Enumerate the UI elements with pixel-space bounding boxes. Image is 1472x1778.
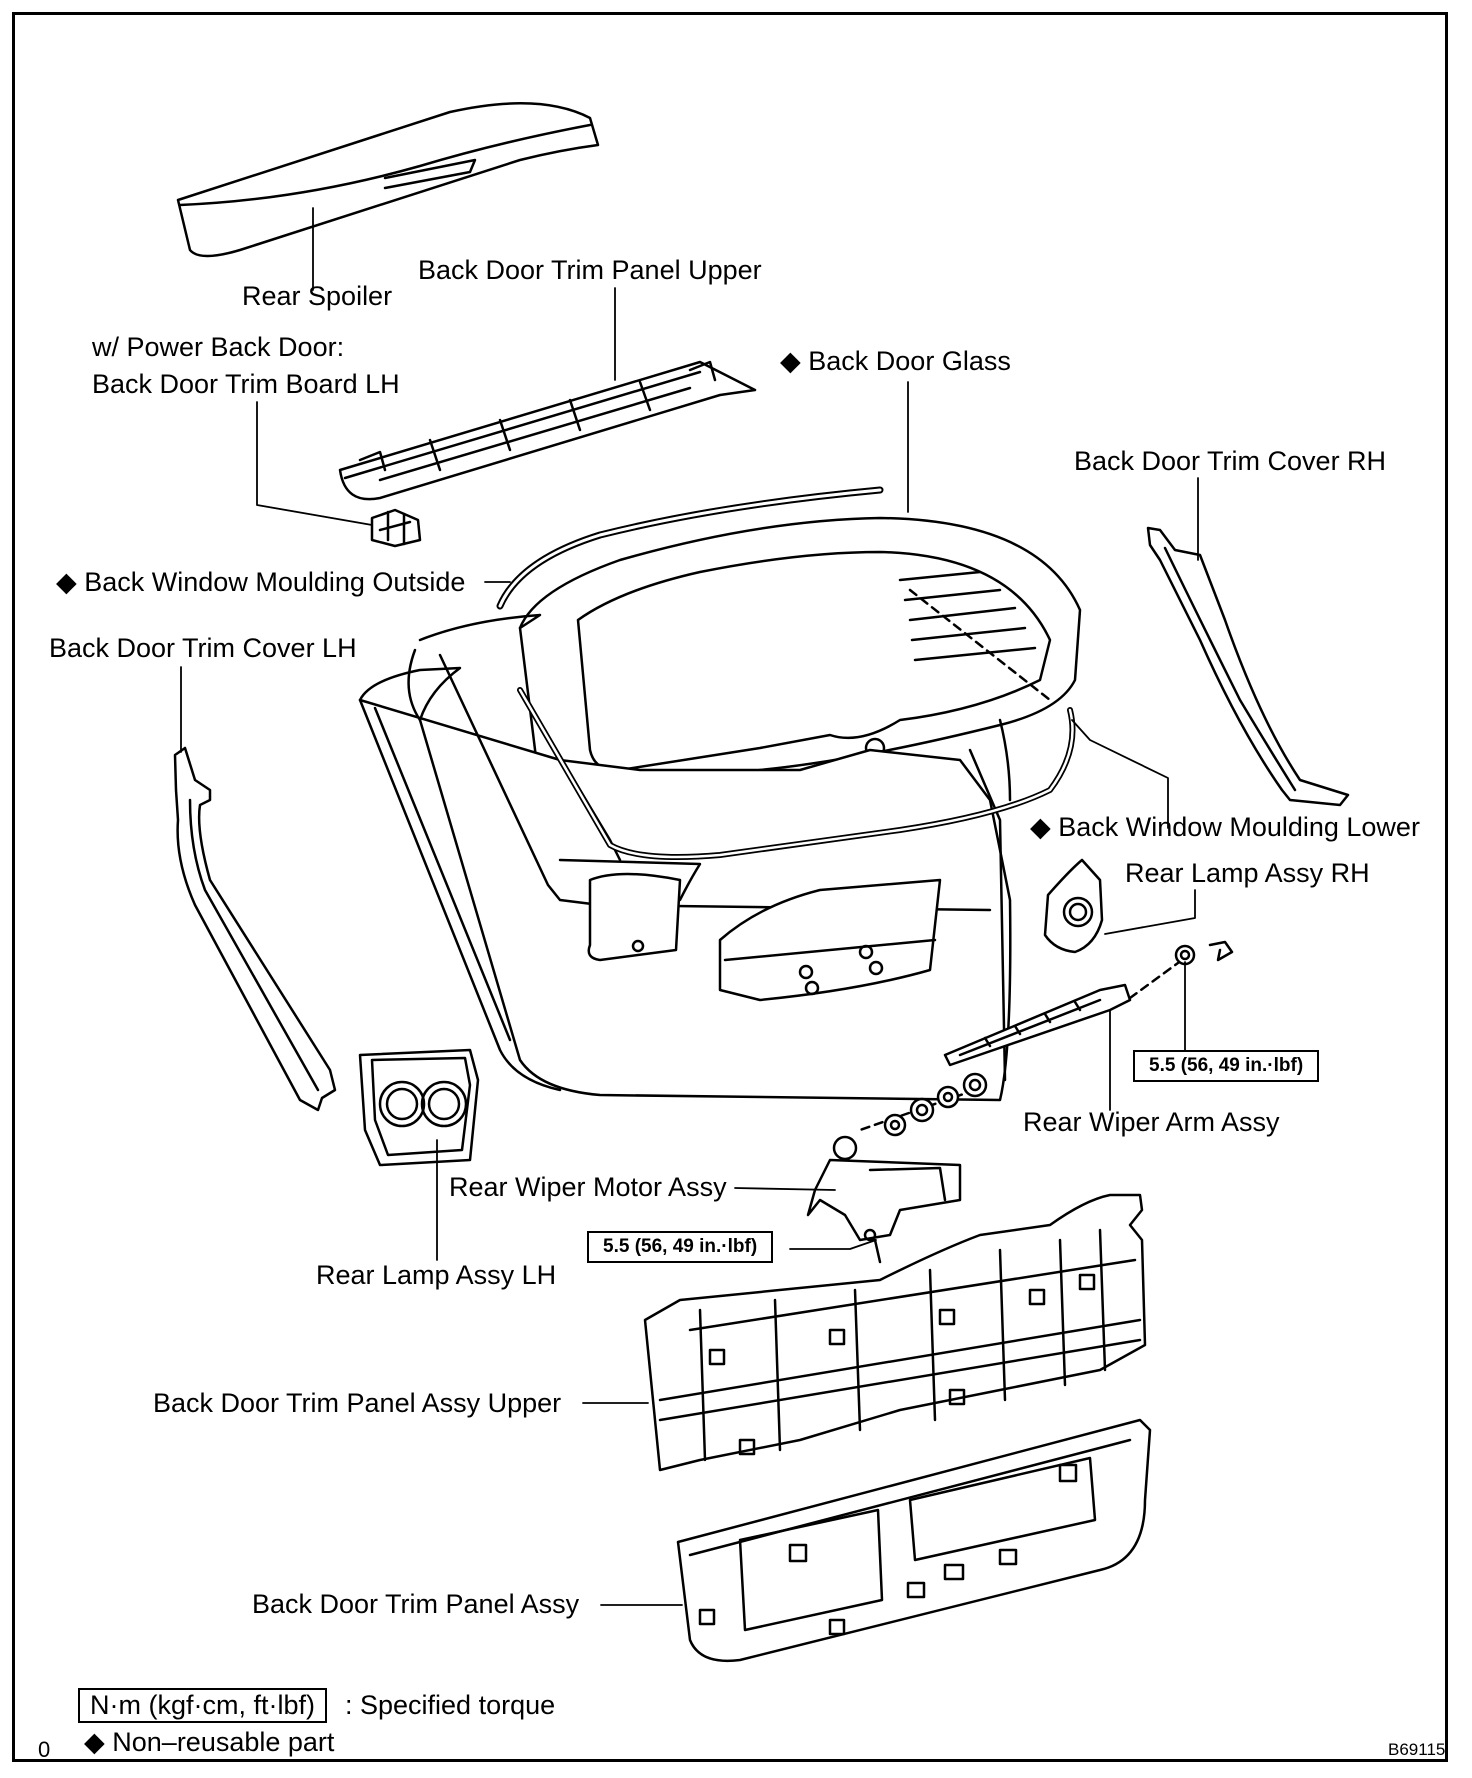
wiper-washers <box>883 1072 988 1137</box>
moulding-lower-label: ◆ Back Window Moulding Lower <box>1030 812 1420 842</box>
rear-lamp-rh-part <box>1043 858 1104 954</box>
wiper-motor-part <box>806 1135 962 1264</box>
back-door-part <box>358 613 1012 1102</box>
power-back-door-note: w/ Power Back Door: <box>92 332 345 362</box>
non-reusable-legend: ◆ Non–reusable part <box>84 1727 335 1757</box>
rear-wiper-arm-label: Rear Wiper Arm Assy <box>1023 1107 1280 1137</box>
trim-cover-lh-part <box>173 746 337 1112</box>
trim-panel-upper-part <box>338 360 757 501</box>
trim-panel-assy-upper-label: Back Door Trim Panel Assy Upper <box>153 1388 562 1418</box>
page-mark: 0 <box>38 1737 51 1762</box>
rear-spoiler-part <box>176 102 600 258</box>
rear-lamp-lh-part <box>358 1048 480 1167</box>
rear-lamp-rh-label: Rear Lamp Assy RH <box>1125 858 1370 888</box>
trim-panel-assy-part <box>676 1418 1152 1663</box>
torque-unit-legend: N·m (kgf·cm, ft·lbf) <box>78 1688 327 1723</box>
wiper-arm-torque: 5.5 (56, 49 in.·lbf) <box>1133 1050 1320 1082</box>
rear-wiper-motor-label: Rear Wiper Motor Assy <box>449 1172 727 1202</box>
trim-panel-assy-upper-part <box>643 1193 1147 1472</box>
trim-panel-assy-label: Back Door Trim Panel Assy <box>252 1589 580 1619</box>
leader-lines <box>180 207 1199 1606</box>
moulding-outside-label: ◆ Back Window Moulding Outside <box>56 567 466 597</box>
torque-legend-desc: : Specified torque <box>345 1690 556 1720</box>
trim-cover-rh-label: Back Door Trim Cover RH <box>1074 446 1387 476</box>
trim-cover-lh-label: Back Door Trim Cover LH <box>49 633 357 663</box>
back-door-glass-label: ◆ Back Door Glass <box>780 346 1011 376</box>
rear-lamp-lh-label: Rear Lamp Assy LH <box>316 1260 557 1290</box>
trim-cover-rh-part <box>1146 526 1350 807</box>
trim-panel-upper-label: Back Door Trim Panel Upper <box>418 255 762 285</box>
wiper-arm-nut-and-cap <box>1174 940 1234 966</box>
trim-board-lh-label: Back Door Trim Board LH <box>92 369 400 399</box>
figure-id: B69115 <box>1388 1740 1446 1759</box>
rear-spoiler-label: Rear Spoiler <box>242 281 393 311</box>
wiper-motor-torque: 5.5 (56, 49 in.·lbf) <box>587 1231 774 1263</box>
back-door-glass-part <box>518 516 1082 812</box>
trim-board-lh-part <box>370 508 422 548</box>
